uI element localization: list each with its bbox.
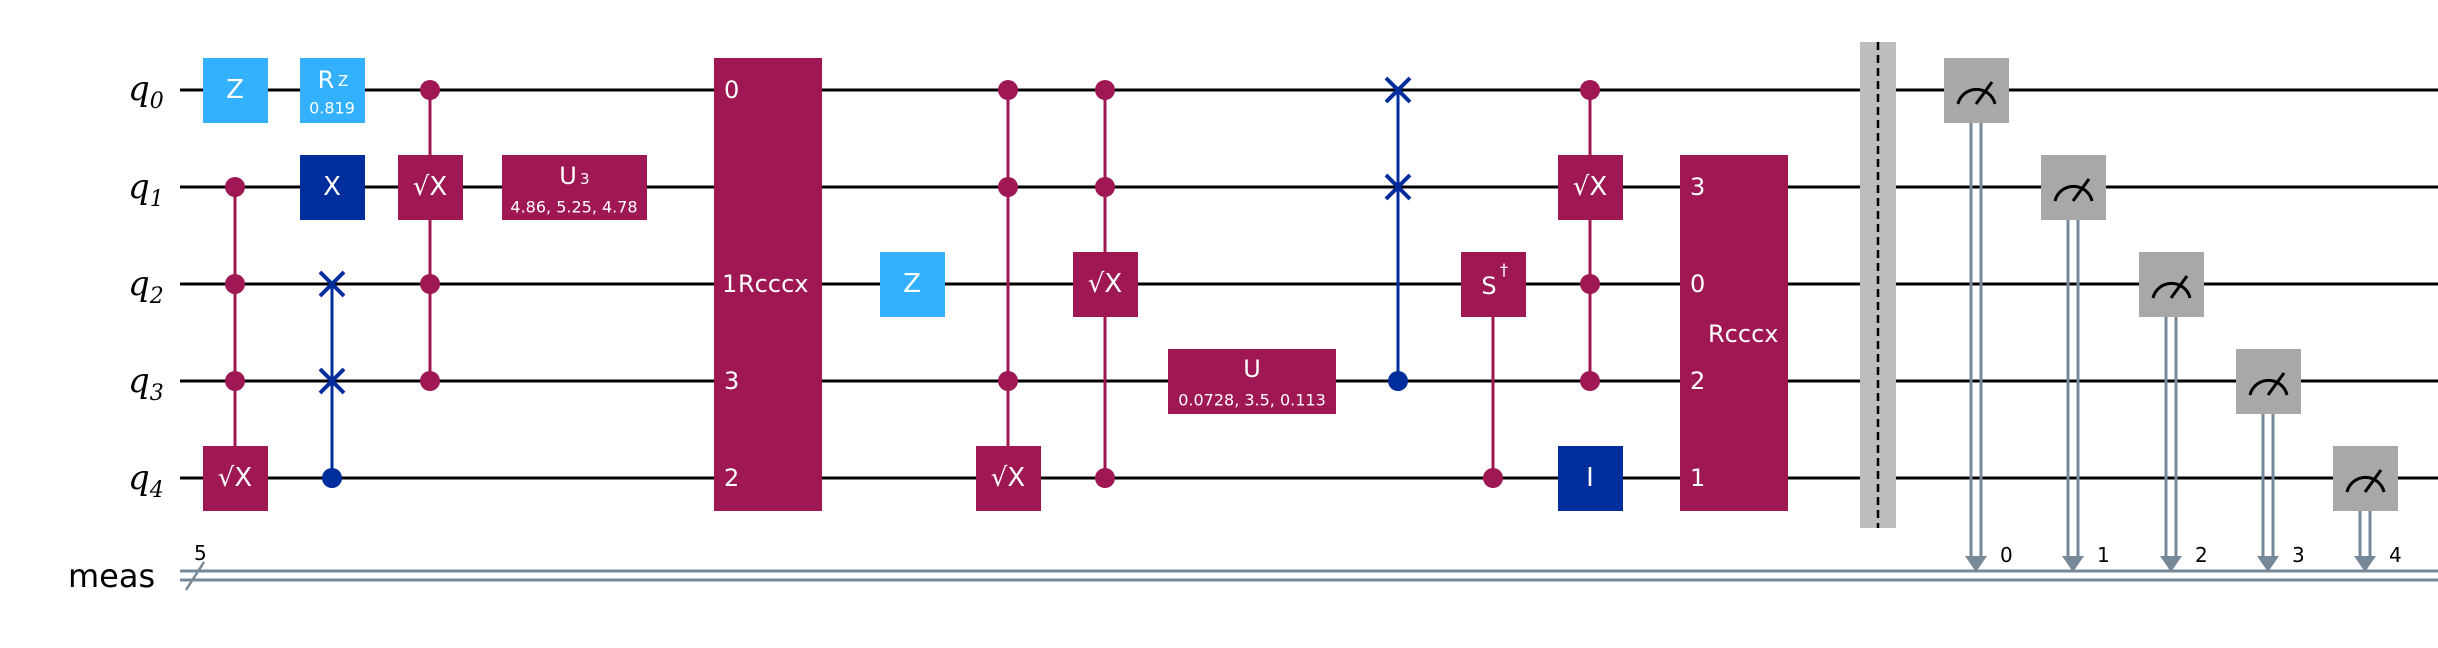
measure-q1[interactable]: 1	[2041, 155, 2110, 572]
control-dot	[1580, 371, 1600, 391]
rcccx-gate-2[interactable]: 3 0 2 1 Rcccx	[1680, 155, 1788, 511]
svg-text:Z: Z	[226, 75, 244, 105]
svg-text:0.819: 0.819	[309, 99, 355, 118]
meter-icon	[2248, 378, 2289, 396]
ccsx-gate-2[interactable]: √X	[398, 80, 463, 391]
svg-text:3: 3	[2292, 543, 2305, 567]
z-gate-q2[interactable]: Z	[880, 252, 945, 317]
csdg-gate[interactable]: S †	[1461, 252, 1526, 488]
z-gate-q0[interactable]: Z	[203, 58, 268, 123]
cccsx-gate-1[interactable]: √X	[976, 80, 1041, 511]
control-dot	[322, 468, 342, 488]
svg-text:S: S	[1481, 272, 1496, 300]
svg-text:X: X	[323, 172, 341, 202]
register-slash	[184, 561, 206, 591]
swap-x-icon	[318, 270, 346, 298]
classical-wire	[180, 561, 2438, 591]
qubit-label-0: q0	[128, 69, 164, 114]
svg-text:2: 2	[2195, 543, 2208, 567]
cswap-gate[interactable]	[318, 270, 346, 488]
svg-text:2: 2	[724, 464, 739, 492]
svg-text:0: 0	[724, 76, 739, 104]
swap-x-icon	[1384, 173, 1412, 201]
svg-text:√X: √X	[1088, 269, 1122, 299]
meter-icon	[2345, 475, 2386, 493]
control-dot	[1580, 80, 1600, 100]
measure-q2[interactable]: 2	[2139, 252, 2208, 572]
svg-text:3: 3	[580, 170, 590, 188]
cccsx-gate-3[interactable]: √X	[1558, 80, 1623, 391]
control-dot	[420, 80, 440, 100]
qubit-label-2: q2	[128, 264, 164, 309]
svg-text:Rcccx: Rcccx	[738, 270, 808, 298]
svg-text:0: 0	[1690, 270, 1705, 298]
qubit-wires	[180, 88, 2438, 480]
qubit-label-1: q1	[128, 167, 164, 212]
control-dot	[1095, 80, 1115, 100]
control-dot	[998, 80, 1018, 100]
control-dot	[420, 371, 440, 391]
qubit-labels: q0 q1 q2 q3 q4 meas	[68, 69, 164, 595]
control-dot	[1580, 274, 1600, 294]
classical-register-label: meas	[68, 557, 155, 595]
swap-x-icon	[318, 367, 346, 395]
svg-text:†: †	[1500, 260, 1508, 279]
rcccx-gate-1[interactable]: 0 1 3 2 Rcccx	[714, 58, 822, 511]
measure-q0[interactable]: 0	[1944, 58, 2013, 572]
svg-text:0.0728, 3.5, 0.113: 0.0728, 3.5, 0.113	[1178, 391, 1326, 410]
swap-x-icon	[1384, 76, 1412, 104]
meter-icon	[1956, 87, 1997, 105]
control-dot	[1388, 371, 1408, 391]
svg-text:Z: Z	[903, 269, 921, 299]
barrier[interactable]	[1860, 42, 1896, 528]
svg-text:Z: Z	[338, 72, 348, 90]
u-gate-q3[interactable]: U 0.0728, 3.5, 0.113	[1168, 349, 1336, 414]
svg-text:Rcccx: Rcccx	[1708, 320, 1778, 348]
svg-text:1: 1	[2097, 543, 2110, 567]
svg-text:√X: √X	[413, 172, 447, 202]
register-size: 5	[194, 541, 207, 565]
control-dot	[1483, 468, 1503, 488]
svg-text:U: U	[1243, 355, 1261, 383]
svg-text:1: 1	[722, 270, 737, 298]
rz-gate-q0[interactable]: R Z 0.819	[300, 58, 365, 123]
svg-text:√X: √X	[218, 463, 252, 493]
control-dot	[998, 371, 1018, 391]
ccsx-gate-1[interactable]: √X	[203, 177, 268, 511]
control-dot	[225, 371, 245, 391]
qubit-label-3: q3	[128, 361, 164, 406]
svg-text:0: 0	[2000, 543, 2013, 567]
meter-icon	[2151, 281, 2192, 299]
meter-icon	[2053, 184, 2094, 202]
svg-text:√X: √X	[991, 463, 1025, 493]
svg-text:3: 3	[724, 367, 739, 395]
svg-text:1: 1	[1690, 464, 1705, 492]
svg-text:R: R	[318, 66, 335, 94]
control-dot	[225, 177, 245, 197]
cswap-gate-2[interactable]	[1384, 76, 1412, 391]
svg-text:√X: √X	[1573, 172, 1607, 202]
svg-text:U: U	[559, 162, 577, 190]
u3-gate-q1[interactable]: U 3 4.86, 5.25, 4.78	[502, 155, 647, 220]
measure-q3[interactable]: 3	[2236, 349, 2305, 572]
svg-text:2: 2	[1690, 367, 1705, 395]
control-dot	[1095, 177, 1115, 197]
measure-q4[interactable]: 4	[2333, 446, 2402, 572]
x-gate-q1[interactable]: X	[300, 155, 365, 220]
control-dot	[420, 274, 440, 294]
qubit-label-4: q4	[128, 458, 164, 503]
control-dot	[225, 274, 245, 294]
cccsx-gate-2[interactable]: √X	[1073, 80, 1138, 488]
svg-text:3: 3	[1690, 173, 1705, 201]
control-dot	[998, 177, 1018, 197]
svg-text:I: I	[1586, 463, 1594, 493]
identity-gate-q4[interactable]: I	[1558, 446, 1623, 511]
svg-text:4.86, 5.25, 4.78: 4.86, 5.25, 4.78	[510, 198, 637, 217]
svg-text:4: 4	[2389, 543, 2402, 567]
control-dot	[1095, 468, 1115, 488]
